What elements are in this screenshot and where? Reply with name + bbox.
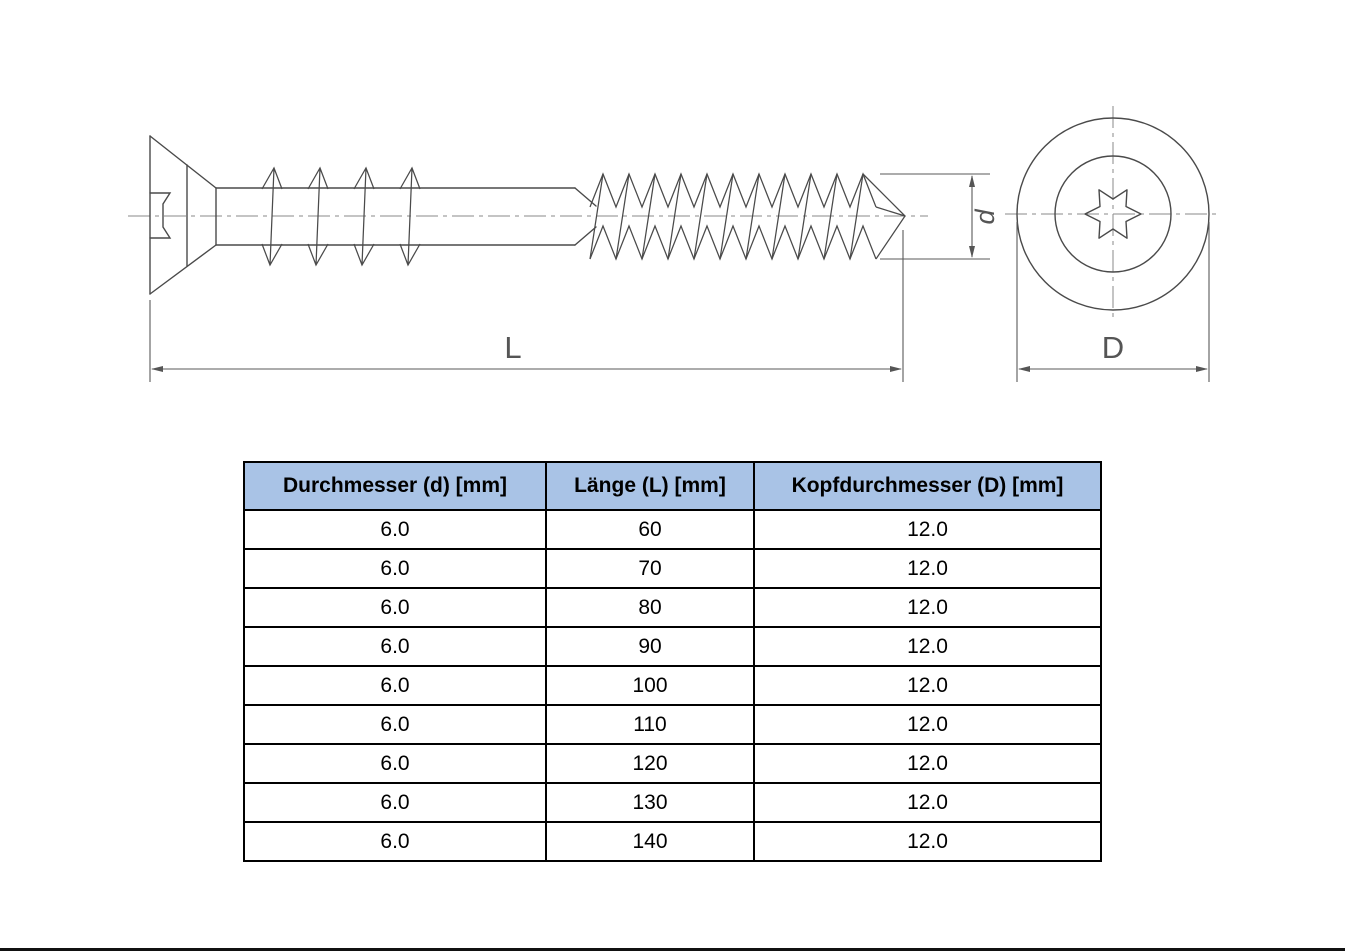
- screw-thread: [589, 172, 906, 261]
- table-cell: 12.0: [753, 743, 1102, 784]
- table-cell: 60: [545, 509, 755, 550]
- screw-tip: [862, 173, 906, 260]
- col-header-kopfdurchmesser: Kopfdurchmesser (D) [mm]: [753, 461, 1102, 511]
- head-outer-circle: [1016, 117, 1210, 311]
- table-cell: 12.0: [753, 509, 1102, 550]
- table-cell: 6.0: [243, 587, 547, 628]
- table-cell: 12.0: [753, 548, 1102, 589]
- table-cell: 12.0: [753, 665, 1102, 706]
- shank-ribs: [261, 166, 421, 267]
- screw-front-view: D: [1005, 106, 1221, 382]
- header-row: Durchmesser (d) [mm] Länge (L) [mm] Kopf…: [243, 461, 1102, 511]
- col-header-laenge: Länge (L) [mm]: [545, 461, 755, 511]
- table-cell: 130: [545, 782, 755, 823]
- table-cell: 6.0: [243, 509, 547, 550]
- screw-shank: [215, 187, 597, 246]
- table-cell: 120: [545, 743, 755, 784]
- screw-head-side: [149, 135, 217, 295]
- torx-star: [1084, 189, 1142, 239]
- screw-technical-drawing: d L D: [0, 0, 1345, 440]
- dimension-d: d: [880, 173, 1000, 260]
- head-inner-circle: [1054, 155, 1172, 273]
- table-cell: 100: [545, 665, 755, 706]
- table-cell: 140: [545, 821, 755, 862]
- table-cell: 12.0: [753, 626, 1102, 667]
- bottom-border: [0, 948, 1345, 951]
- table-cell: 12.0: [753, 704, 1102, 745]
- table-cell: 6.0: [243, 548, 547, 589]
- label-L: L: [504, 330, 521, 365]
- table-cell: 6.0: [243, 704, 547, 745]
- dimension-L: L: [149, 230, 904, 382]
- table-cell: 6.0: [243, 782, 547, 823]
- drawing-svg: d L D: [128, 106, 1221, 382]
- table-cell: 6.0: [243, 821, 547, 862]
- table-cell: 110: [545, 704, 755, 745]
- spec-table-container: Durchmesser (d) [mm] Länge (L) [mm] Kopf…: [243, 461, 1102, 862]
- spec-table-header: Durchmesser (d) [mm] Länge (L) [mm] Kopf…: [243, 461, 1102, 511]
- spec-table: Durchmesser (d) [mm] Länge (L) [mm] Kopf…: [243, 461, 1102, 862]
- table-cell: 80: [545, 587, 755, 628]
- label-D: D: [1102, 330, 1124, 365]
- dimension-D: D: [1016, 222, 1210, 382]
- table-cell: 12.0: [753, 587, 1102, 628]
- screw-side-view: d L: [128, 135, 1000, 382]
- table-cell: 6.0: [243, 665, 547, 706]
- table-cell: 90: [545, 626, 755, 667]
- table-cell: 6.0: [243, 743, 547, 784]
- torx-recess-profile: [149, 192, 172, 239]
- table-cell: 70: [545, 548, 755, 589]
- table-cell: 12.0: [753, 821, 1102, 862]
- label-d: d: [970, 209, 1000, 225]
- col-header-durchmesser: Durchmesser (d) [mm]: [243, 461, 547, 511]
- table-cell: 6.0: [243, 626, 547, 667]
- table-cell: 12.0: [753, 782, 1102, 823]
